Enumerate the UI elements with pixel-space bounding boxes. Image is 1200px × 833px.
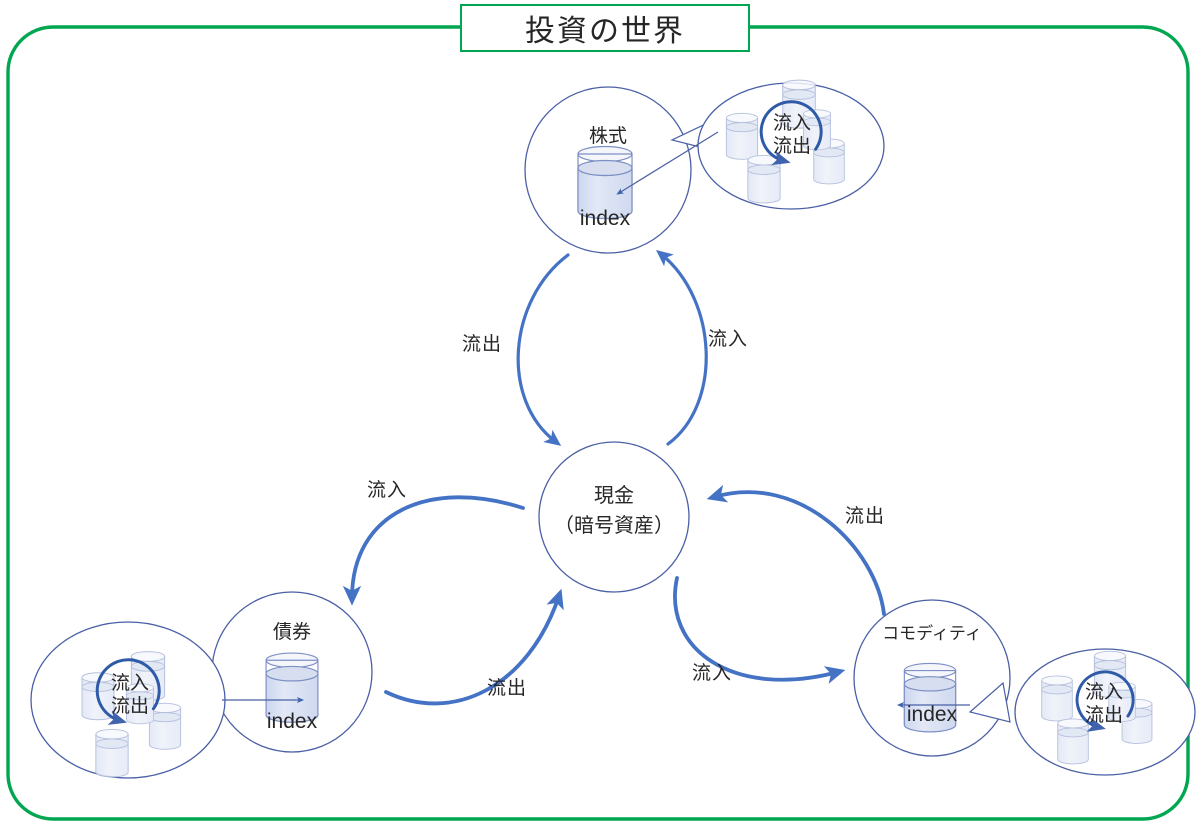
circular-arrow-icon bbox=[95, 658, 161, 725]
node-stock-index-label: index bbox=[579, 207, 631, 230]
bond-callout-group[interactable] bbox=[30, 621, 305, 779]
flow-label-cash-to-commodity: 流入 bbox=[692, 663, 733, 684]
stock-callout-group[interactable] bbox=[616, 79, 885, 210]
flow-label-stock-to-cash: 流出 bbox=[462, 334, 503, 355]
commodity-callout-tail bbox=[968, 681, 1011, 723]
node-bond-index-label: index bbox=[266, 710, 318, 733]
arrow-cash-to-stock bbox=[656, 249, 708, 446]
arrow-cash-to-commodity bbox=[673, 576, 846, 684]
stock-callout-line2: 流出 bbox=[772, 136, 811, 157]
arrow-bond-to-cash bbox=[384, 588, 564, 706]
node-bond-label: 債券 bbox=[272, 622, 311, 643]
node-cash-label-line2: （暗号資産） bbox=[554, 515, 674, 537]
arrow-commodity-to-cash bbox=[706, 484, 886, 616]
circular-arrow-icon bbox=[1075, 670, 1135, 732]
node-cash-label-line1: 現金 bbox=[594, 485, 634, 507]
bond-callout-line1: 流入 bbox=[110, 673, 149, 694]
flow-label-bond-to-cash: 流出 bbox=[487, 678, 528, 699]
circular-arrow-icon bbox=[759, 100, 823, 166]
stock-callout-line1: 流入 bbox=[772, 113, 811, 134]
node-commodity-index-label: index bbox=[906, 703, 958, 726]
commodity-callout-line2: 流出 bbox=[1084, 705, 1123, 726]
flow-label-commodity-to-cash: 流出 bbox=[845, 506, 886, 527]
arrow-cash-to-bond bbox=[342, 495, 525, 606]
commodity-callout-line1: 流入 bbox=[1084, 682, 1123, 703]
stock-callout-pointer bbox=[616, 131, 719, 195]
flow-label-cash-to-stock: 流入 bbox=[708, 329, 749, 350]
page-title: 投資の世界 bbox=[525, 15, 685, 48]
bond-callout-line2: 流出 bbox=[110, 696, 149, 717]
node-commodity-label: コモディティ bbox=[882, 624, 982, 643]
title-box: 投資の世界 bbox=[460, 4, 750, 52]
node-stock-label: 株式 bbox=[588, 126, 627, 147]
arrow-stock-to-cash bbox=[516, 253, 570, 446]
flow-label-cash-to-bond: 流入 bbox=[367, 480, 408, 501]
node-stock-group[interactable] bbox=[524, 86, 692, 254]
node-commodity-group[interactable] bbox=[853, 599, 1011, 757]
commodity-callout-group[interactable] bbox=[896, 648, 1196, 776]
node-cash-circle[interactable] bbox=[538, 441, 690, 593]
